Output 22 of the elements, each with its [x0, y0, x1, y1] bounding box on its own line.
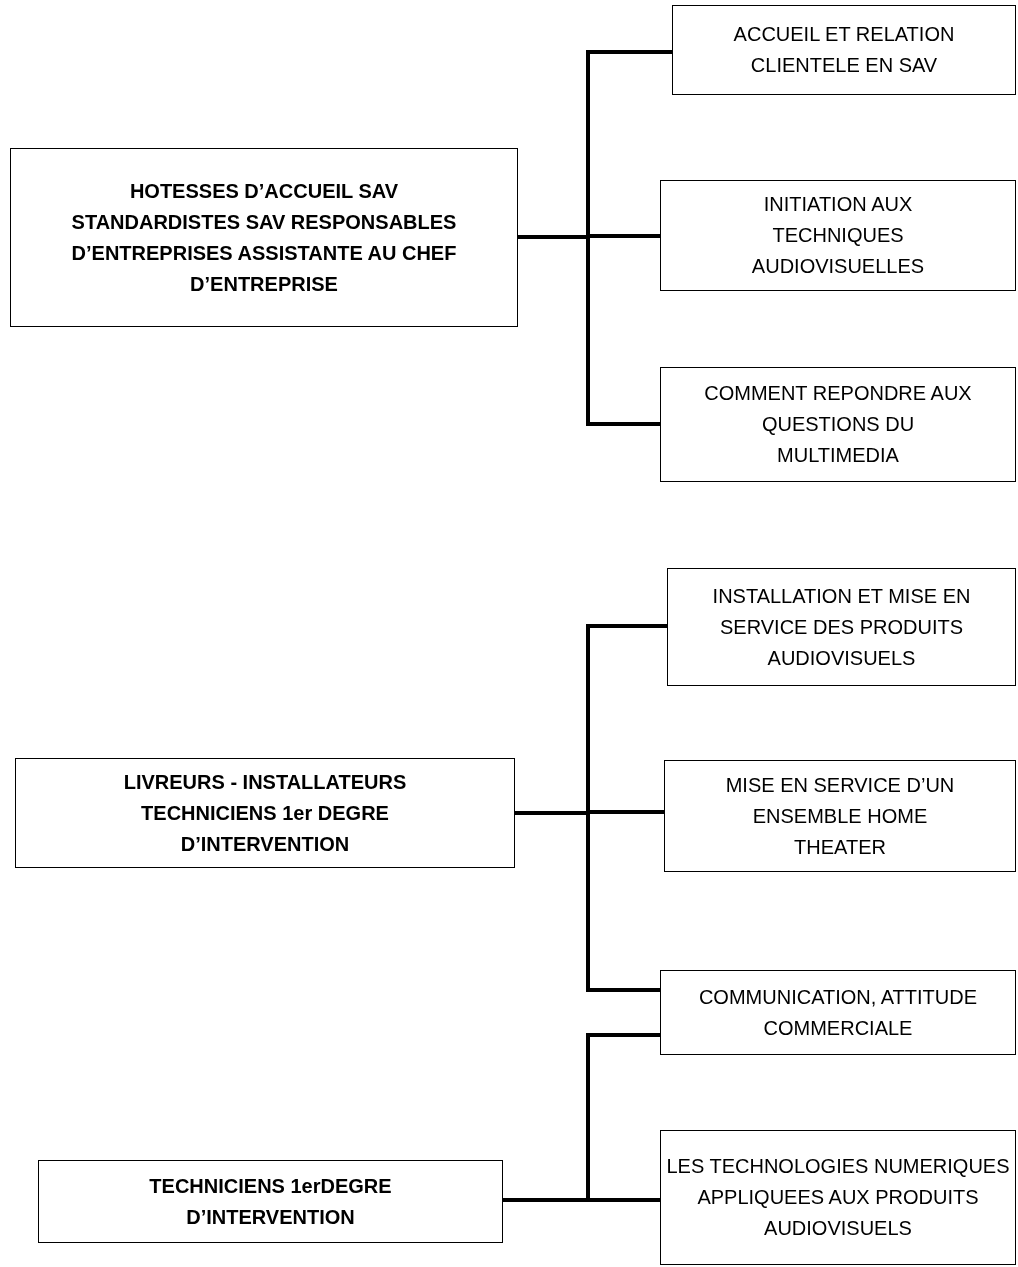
role-box [38, 1160, 503, 1243]
course-label: COMMUNICATION, ATTITUDE COMMERCIALE [697, 984, 979, 1041]
course-label: INSTALLATION ET MISE EN SERVICE DES PRODUITS AUDIOVISUELS [711, 583, 972, 671]
course-label: ACCUEIL ET RELATION CLIENTELE EN SAV [732, 22, 956, 78]
course-label: MISE EN SERVICE D’UN ENSEMBLE HOME THEATER [724, 772, 956, 860]
course-box [660, 1130, 1016, 1265]
course-box [672, 5, 1016, 95]
role-label: LIVREURS - INSTALLATEURS TECHNICIENS 1er DEGRE D’INTERVENTION [122, 769, 408, 857]
role-box [15, 758, 515, 868]
course-box [667, 568, 1016, 686]
course-label: INITIATION AUX TECHNIQUES AUDIOVISUELLES [750, 192, 926, 279]
role-label: TECHNICIENS 1erDEGRE D’INTERVENTION [148, 1173, 393, 1230]
role-label: HOTESSES D’ACCUEIL SAV STANDARDISTES SAV RESPONSABLES D’ENTREPRISES ASSISTANTE AU CHEF D’ENTREPRISE [70, 178, 458, 297]
course-box [660, 180, 1016, 291]
course-box [664, 760, 1016, 872]
course-box [660, 367, 1016, 482]
connector-line [503, 1198, 660, 1202]
course-label: COMMENT REPONDRE AUX QUESTIONS DU MULTIMEDIA [703, 381, 973, 468]
role-box [10, 148, 518, 327]
connector-line [518, 235, 660, 426]
course-box [660, 970, 1016, 1055]
course-label: LES TECHNOLOGIES NUMERIQUES APPLIQUEES AUX PRODUITS AUDIOVISUELS [665, 1154, 1011, 1241]
